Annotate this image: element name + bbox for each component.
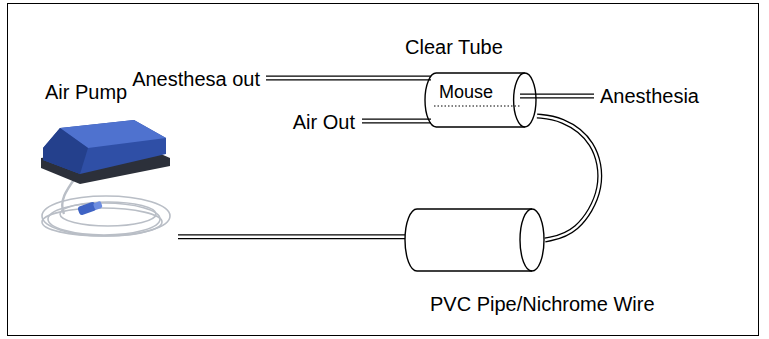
clear-tube: Clear TubeMouse bbox=[425, 72, 537, 128]
pump-heading: Air Pump bbox=[45, 80, 127, 104]
cylinder-outline bbox=[405, 208, 545, 272]
pipe-caption: PVC Pipe/Nichrome Wire bbox=[430, 292, 655, 316]
anesthesia-in-tube bbox=[520, 96, 594, 97]
tube-connector bbox=[178, 236, 405, 237]
anesthesia-out-tube bbox=[266, 78, 431, 79]
tube-label: Anesthesa out bbox=[132, 67, 260, 91]
tube-bore bbox=[178, 236, 405, 238]
tube-label: Anesthesia bbox=[600, 84, 699, 108]
pump-illustration bbox=[38, 118, 178, 240]
tube-outline bbox=[537, 116, 600, 240]
tube-label: Air Out bbox=[293, 110, 355, 134]
air-pump: Air Pump bbox=[38, 118, 178, 240]
tube-outline bbox=[178, 234, 405, 239]
air-out-tube bbox=[362, 121, 431, 122]
tube-heading: Clear Tube bbox=[405, 35, 503, 59]
tube-connector bbox=[537, 116, 600, 240]
pvc-pipe: PVC Pipe/Nichrome Wire bbox=[405, 208, 545, 272]
tube-content: Mouse bbox=[439, 80, 493, 104]
mouse-floor bbox=[434, 106, 520, 107]
tube-bore bbox=[537, 116, 600, 240]
frame bbox=[8, 4, 759, 336]
